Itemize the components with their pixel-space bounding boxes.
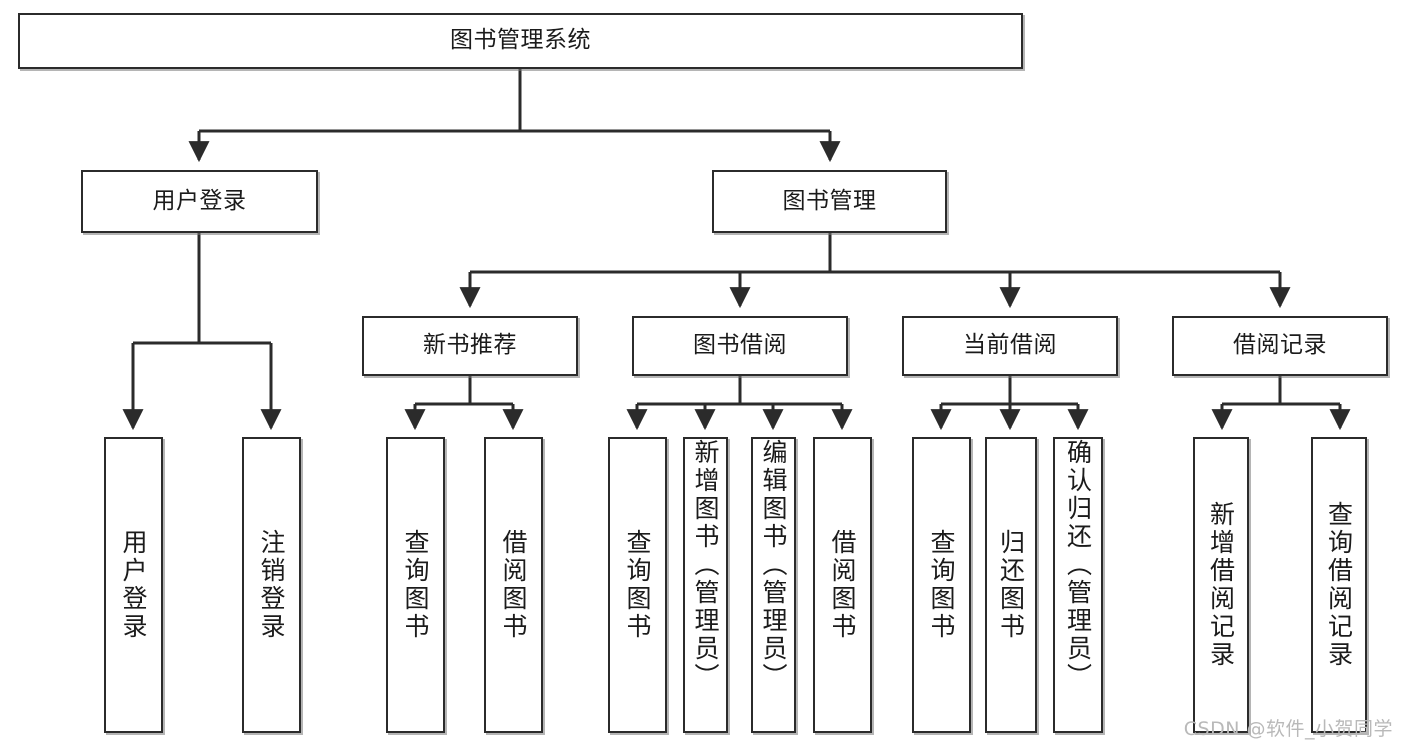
- node-label: 注销登录: [257, 529, 286, 641]
- node-book-borrow[interactable]: 图书借阅: [632, 316, 848, 376]
- node-borrow-record[interactable]: 借阅记录: [1172, 316, 1388, 376]
- node-current-borrow[interactable]: 当前借阅: [902, 316, 1118, 376]
- leaf-current-confirm-return-admin[interactable]: 确认归还（管理员）: [1053, 437, 1103, 733]
- node-label: 查询借阅记录: [1324, 501, 1354, 669]
- node-label: 图书管理系统: [450, 27, 591, 54]
- leaf-borrow-edit-book-admin[interactable]: 编辑图书（管理员）: [751, 437, 796, 733]
- leaf-current-query-book[interactable]: 查询图书: [912, 437, 971, 733]
- node-label: 编辑图书（管理员）: [759, 439, 788, 691]
- leaf-user-login-signin[interactable]: 用户登录: [104, 437, 163, 733]
- leaf-borrow-borrow-book[interactable]: 借阅图书: [813, 437, 872, 733]
- leaf-recommend-borrow-book[interactable]: 借阅图书: [484, 437, 543, 733]
- node-label: 新增借阅记录: [1206, 501, 1236, 669]
- node-label: 新增图书（管理员）: [691, 439, 720, 691]
- csdn-watermark: CSDN @软件_小贺同学: [1183, 718, 1393, 740]
- leaf-borrow-add-book-admin[interactable]: 新增图书（管理员）: [683, 437, 728, 733]
- node-label: 确认归还（管理员）: [1063, 439, 1093, 691]
- node-label: 图书借阅: [693, 332, 787, 359]
- leaf-user-login-signout[interactable]: 注销登录: [242, 437, 301, 733]
- node-user-login[interactable]: 用户登录: [81, 170, 318, 233]
- node-label: 归还图书: [996, 529, 1026, 641]
- node-book-management[interactable]: 图书管理: [712, 170, 947, 233]
- leaf-record-query-record[interactable]: 查询借阅记录: [1311, 437, 1367, 733]
- node-root-system[interactable]: 图书管理系统: [18, 13, 1023, 69]
- node-new-book-recommend[interactable]: 新书推荐: [362, 316, 578, 376]
- node-label: 用户登录: [152, 187, 247, 214]
- node-label: 查询图书: [623, 529, 652, 641]
- node-label: 借阅图书: [828, 529, 857, 641]
- leaf-record-add-record[interactable]: 新增借阅记录: [1193, 437, 1249, 733]
- node-label: 新书推荐: [423, 332, 517, 359]
- leaf-borrow-query-book[interactable]: 查询图书: [608, 437, 667, 733]
- node-label: 借阅记录: [1233, 332, 1327, 359]
- leaf-recommend-query-book[interactable]: 查询图书: [386, 437, 445, 733]
- node-label: 当前借阅: [963, 332, 1057, 359]
- node-label: 借阅图书: [499, 529, 528, 641]
- node-label: 查询图书: [927, 529, 956, 641]
- node-label: 用户登录: [119, 529, 148, 641]
- node-label: 图书管理: [782, 187, 877, 214]
- node-label: 查询图书: [401, 529, 430, 641]
- leaf-current-return-book[interactable]: 归还图书: [985, 437, 1037, 733]
